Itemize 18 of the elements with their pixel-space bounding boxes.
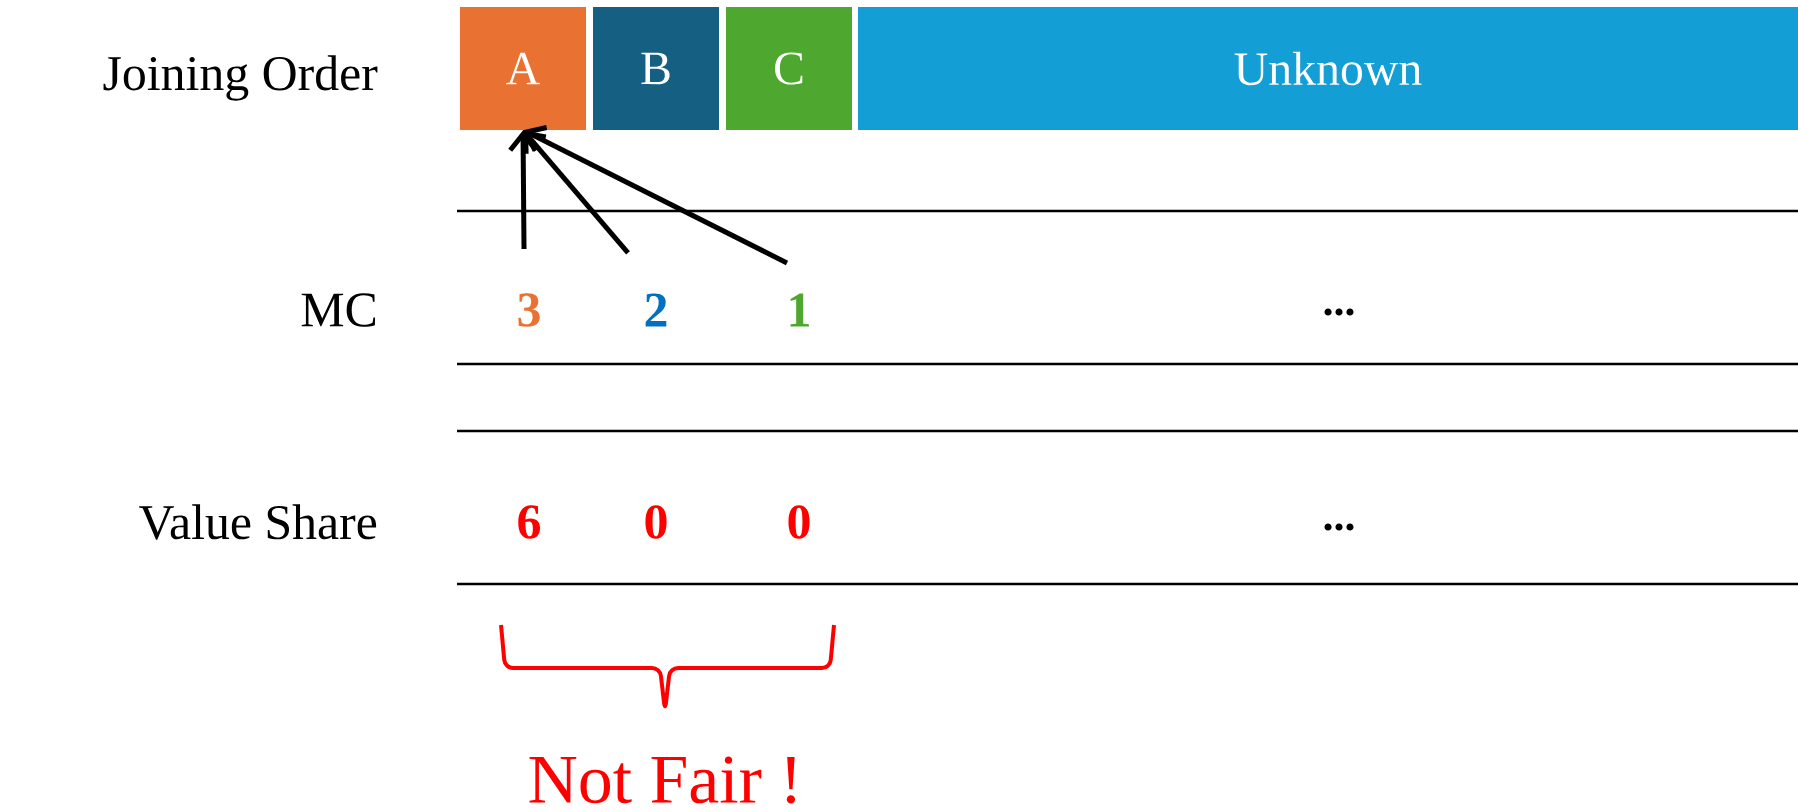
row-label: Joining Order <box>103 55 378 101</box>
mc-number: 3 <box>518 293 540 327</box>
value-number: 0 <box>645 505 667 539</box>
row-label: Value Share <box>139 504 377 540</box>
annotation-text: Not Fair ! <box>529 756 795 804</box>
mc-number: 2 <box>645 293 667 327</box>
value-number: 6 <box>518 505 540 539</box>
color-box: B <box>593 7 719 130</box>
ellipsis-text: ... <box>1324 523 1354 531</box>
color-box: A <box>460 7 586 130</box>
color-box: Unknown <box>858 7 1798 130</box>
ellipsis-text: ... <box>1324 308 1354 316</box>
value-number: 0 <box>788 505 810 539</box>
arrow <box>523 125 789 266</box>
color-box: C <box>726 7 852 130</box>
arrow <box>523 130 630 255</box>
row-label: MC <box>301 293 376 327</box>
mc-number: 1 <box>790 293 809 327</box>
